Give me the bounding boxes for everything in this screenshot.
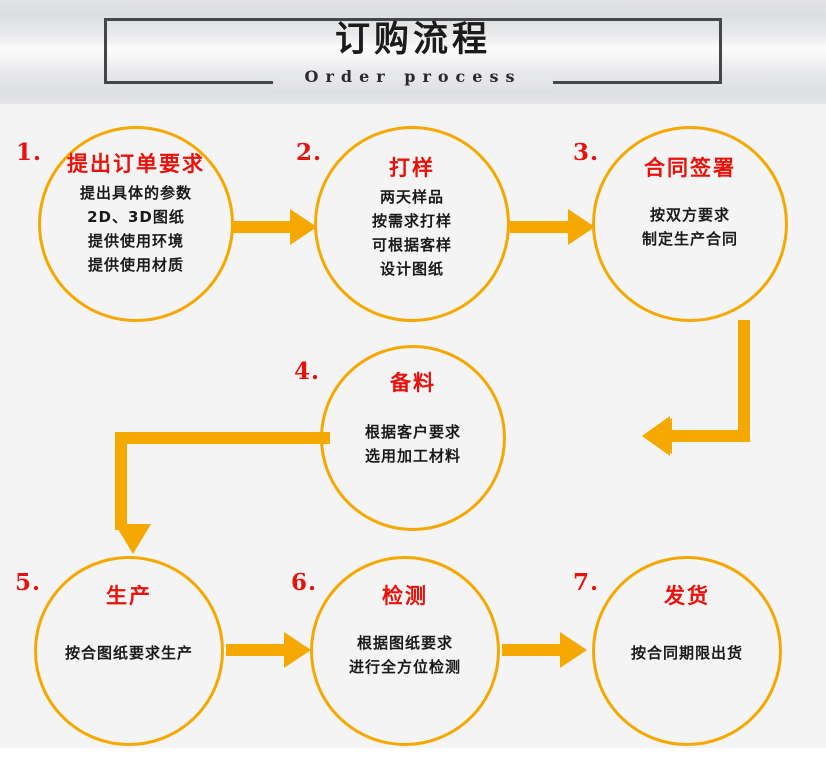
step-body-line: 进行全方位检测: [348, 658, 461, 676]
step-title-5: 生产: [106, 584, 152, 608]
step-body-line: 选用加工材料: [364, 447, 461, 465]
step-number-4: 4.: [294, 358, 321, 385]
page-subtitle: Order process: [304, 67, 522, 86]
step-body-2: 两天样品 按需求打样 可根据客样 设计图纸: [372, 185, 452, 281]
step-body-4: 根据客户要求 选用加工材料: [365, 420, 461, 468]
step-body-6: 根据图纸要求 进行全方位检测: [349, 631, 461, 679]
step-body-line: 根据客户要求: [364, 423, 461, 441]
step-body-line: 按需求打样: [371, 212, 452, 230]
arrow-step6-to-step7-icon: [502, 628, 588, 672]
step-body-line: 两天样品: [379, 188, 444, 206]
step-body-3: 按双方要求 制定生产合同: [642, 203, 738, 251]
step-title-4: 备料: [390, 371, 436, 395]
step-node-6[interactable]: 检测 根据图纸要求 进行全方位检测: [310, 556, 500, 746]
arrow-step4-to-step5-icon: [115, 432, 330, 557]
arrow-step5-to-step6-icon: [226, 628, 312, 672]
step-body-1: 提出具体的参数 2D、3D图纸 提供使用环境 提供使用材质: [80, 181, 192, 277]
step-number-2: 2.: [296, 139, 323, 166]
step-title-7: 发货: [664, 584, 710, 608]
step-number-6: 6.: [291, 569, 318, 596]
step-number-1: 1.: [16, 139, 43, 166]
header-frame-bottom-gap: [273, 76, 553, 89]
header-frame-bottom-right-rule: [553, 81, 722, 84]
step-node-5[interactable]: 生产 按合图纸要求生产: [34, 556, 224, 746]
bottom-white-strip: [0, 748, 826, 767]
page-title: 订购流程: [334, 20, 491, 60]
step-node-1[interactable]: 提出订单要求 提出具体的参数 2D、3D图纸 提供使用环境 提供使用材质: [38, 126, 234, 322]
step-body-line: 设计图纸: [379, 260, 444, 278]
step-title-3: 合同签署: [644, 156, 736, 180]
step-title-6: 检测: [382, 584, 428, 608]
step-body-line: 制定生产合同: [641, 230, 738, 248]
step-node-2[interactable]: 打样 两天样品 按需求打样 可根据客样 设计图纸: [314, 126, 510, 322]
step-body-5: 按合图纸要求生产: [65, 641, 193, 665]
arrow-step3-to-step4-icon: [630, 320, 750, 465]
step-number-7: 7.: [573, 569, 600, 596]
step-body-line: 按合图纸要求生产: [64, 644, 193, 662]
step-body-7: 按合同期限出货: [631, 641, 743, 665]
step-title-1: 提出订单要求: [67, 152, 205, 176]
step-body-line: 按双方要求: [649, 206, 730, 224]
arrow-step2-to-step3-icon: [510, 205, 596, 249]
step-node-7[interactable]: 发货 按合同期限出货: [592, 556, 782, 746]
step-node-4[interactable]: 备料 根据客户要求 选用加工材料: [320, 345, 506, 531]
step-body-line: 提出具体的参数: [79, 184, 192, 202]
step-body-line: 根据图纸要求: [356, 634, 453, 652]
step-body-line: 提供使用材质: [87, 256, 184, 274]
step-title-2: 打样: [389, 156, 435, 180]
step-node-3[interactable]: 合同签署 按双方要求 制定生产合同: [592, 126, 788, 322]
step-number-5: 5.: [15, 569, 42, 596]
step-number-3: 3.: [573, 139, 600, 166]
step-body-line: 提供使用环境: [87, 232, 184, 250]
header-frame-bottom-left-rule: [104, 81, 273, 84]
step-body-line: 按合同期限出货: [630, 644, 743, 662]
arrow-step1-to-step2-icon: [232, 205, 318, 249]
step-body-line: 可根据客样: [371, 236, 452, 254]
step-body-line: 2D、3D图纸: [87, 208, 185, 226]
